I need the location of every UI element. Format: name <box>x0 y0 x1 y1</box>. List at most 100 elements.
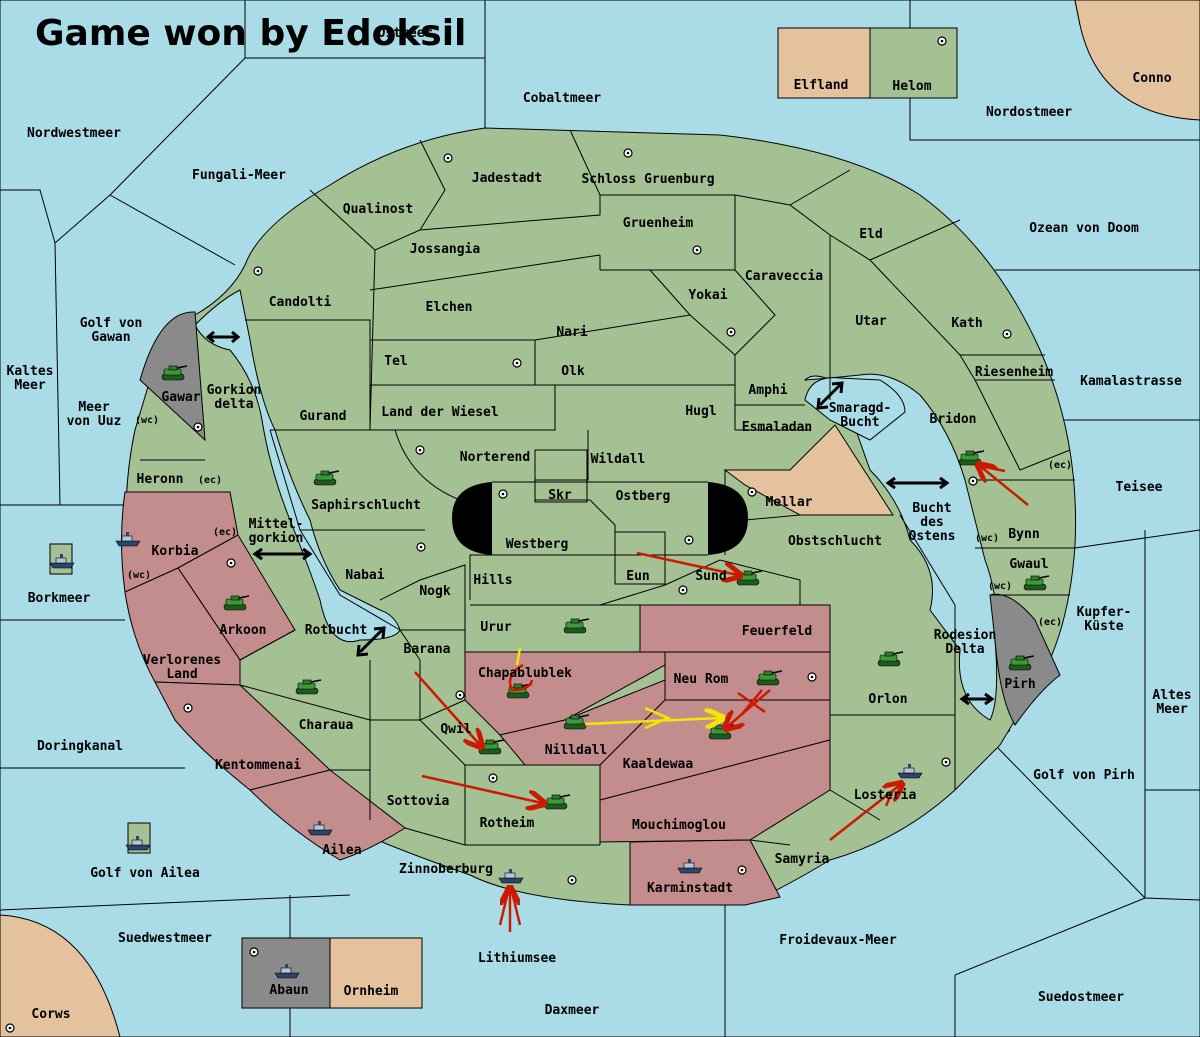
label-saphirschlucht: Saphirschlucht <box>311 498 421 513</box>
ornheim-box <box>329 937 423 1009</box>
label-rotbucht: Rotbucht <box>305 623 368 638</box>
label-doringkanal: Doringkanal <box>37 739 123 754</box>
label-norterend: Norterend <box>460 450 530 465</box>
label-kupfer-kueste: Kupfer-Küste <box>1077 605 1132 634</box>
verlorenes-land-region <box>124 567 241 686</box>
map-labels: Ostmeer Elfland Helom Conno Cobaltmeer N… <box>7 26 1192 1022</box>
coast-wc-bynn: (wc) <box>975 533 999 544</box>
label-bynn: Bynn <box>1008 527 1039 542</box>
label-neu-rom: Neu Rom <box>674 672 729 687</box>
label-hugl: Hugl <box>685 404 716 419</box>
label-elchen: Elchen <box>426 300 473 315</box>
label-samyria: Samyria <box>775 852 830 867</box>
label-sund: Sund <box>695 569 726 584</box>
label-orlon: Orlon <box>868 692 907 707</box>
label-hills: Hills <box>473 573 512 588</box>
label-elfland: Elfland <box>794 78 849 93</box>
coast-ec-korbia: (ec) <box>213 527 237 538</box>
label-pirh: Pirh <box>1004 677 1035 692</box>
label-esmaladan: Esmaladan <box>742 420 812 435</box>
label-eun: Eun <box>626 569 649 584</box>
label-skr: Skr <box>548 488 572 503</box>
label-conno: Conno <box>1132 71 1171 86</box>
move-orders <box>414 466 1029 932</box>
label-smaragd-bucht: Smaragd-Bucht <box>829 401 892 430</box>
label-qualinost: Qualinost <box>343 202 413 217</box>
label-gwaul: Gwaul <box>1009 557 1048 572</box>
corws-region <box>0 914 121 1037</box>
province-borders <box>125 129 1075 905</box>
coast-wc-gawar: (wc) <box>135 415 159 426</box>
elfland-box <box>777 27 871 99</box>
label-mittelgorkion: Mittel-gorkion <box>249 517 304 546</box>
label-corws: Corws <box>31 1007 70 1022</box>
label-bridon: Bridon <box>930 412 977 427</box>
label-kaaldewaa: Kaaldewaa <box>623 757 694 772</box>
label-arkoon: Arkoon <box>220 623 267 638</box>
label-froidevaux-meer: Froidevaux-Meer <box>779 933 897 948</box>
label-schloss-gruenburg: Schloss Gruenburg <box>581 172 714 187</box>
coast-wc-gwaul: (wc) <box>988 581 1012 592</box>
label-zinnoberburg: Zinnoberburg <box>399 862 493 877</box>
central-capsule <box>452 449 748 585</box>
map-title: Game won by Edoksil <box>35 13 466 54</box>
label-nari: Nari <box>556 325 587 340</box>
label-helom: Helom <box>892 79 931 94</box>
label-ornheim: Ornheim <box>344 984 399 999</box>
label-teisee: Teisee <box>1116 480 1163 495</box>
label-gruenheim: Gruenheim <box>623 216 694 231</box>
label-feuerfeld: Feuerfeld <box>742 624 812 639</box>
label-karminstadt: Karminstadt <box>647 881 733 896</box>
label-korbia: Korbia <box>152 544 199 559</box>
label-fungali-meer: Fungali-Meer <box>192 168 286 183</box>
label-mouchimoglou: Mouchimoglou <box>632 818 726 833</box>
conno-region <box>1074 0 1200 121</box>
label-ostberg: Ostberg <box>616 489 671 504</box>
label-daxmeer: Daxmeer <box>545 1003 600 1018</box>
label-wildall: Wildall <box>591 452 646 467</box>
ailea-region <box>249 769 406 861</box>
label-westberg: Westberg <box>506 537 569 552</box>
label-ostmeer: Ostmeer <box>378 26 433 41</box>
label-obstschlucht: Obstschlucht <box>788 534 882 549</box>
label-kamalastrasse: Kamalastrasse <box>1080 374 1182 389</box>
label-caraveccia: Caraveccia <box>745 269 823 284</box>
label-losteria: Losteria <box>854 788 917 803</box>
label-eld: Eld <box>859 227 882 242</box>
label-yokai: Yokai <box>688 288 727 303</box>
coast-ec-heronn: (ec) <box>198 475 222 486</box>
label-nilldall: Nilldall <box>545 743 608 758</box>
label-mellar: Mellar <box>766 495 813 510</box>
label-land-der-wiesel: Land der Wiesel <box>381 405 498 420</box>
bucht-des-ostens-water <box>803 373 998 721</box>
label-gawar: Gawar <box>161 390 200 405</box>
label-jadestadt: Jadestadt <box>472 171 542 186</box>
mellar-region <box>723 424 894 516</box>
passage-arrows <box>205 330 995 706</box>
label-nogk: Nogk <box>419 584 450 599</box>
label-qwil: Qwil <box>440 722 471 737</box>
label-nordwestmeer: Nordwestmeer <box>27 126 121 141</box>
label-olk: Olk <box>561 364 585 379</box>
label-kath: Kath <box>951 316 982 331</box>
coast-wc-korbia: (wc) <box>127 570 151 581</box>
label-suedostmeer: Suedostmeer <box>1038 990 1124 1005</box>
label-chapablublek: Chapablublek <box>478 666 572 681</box>
label-kentommenai: Kentommenai <box>215 758 301 773</box>
label-sottovia: Sottovia <box>387 794 450 809</box>
support-orders <box>515 647 720 730</box>
label-rotheim: Rotheim <box>480 816 535 831</box>
label-amphi: Amphi <box>748 383 787 398</box>
label-lithiumsee: Lithiumsee <box>478 951 556 966</box>
label-utar: Utar <box>855 314 886 329</box>
label-cobaltmeer: Cobaltmeer <box>523 91 601 106</box>
